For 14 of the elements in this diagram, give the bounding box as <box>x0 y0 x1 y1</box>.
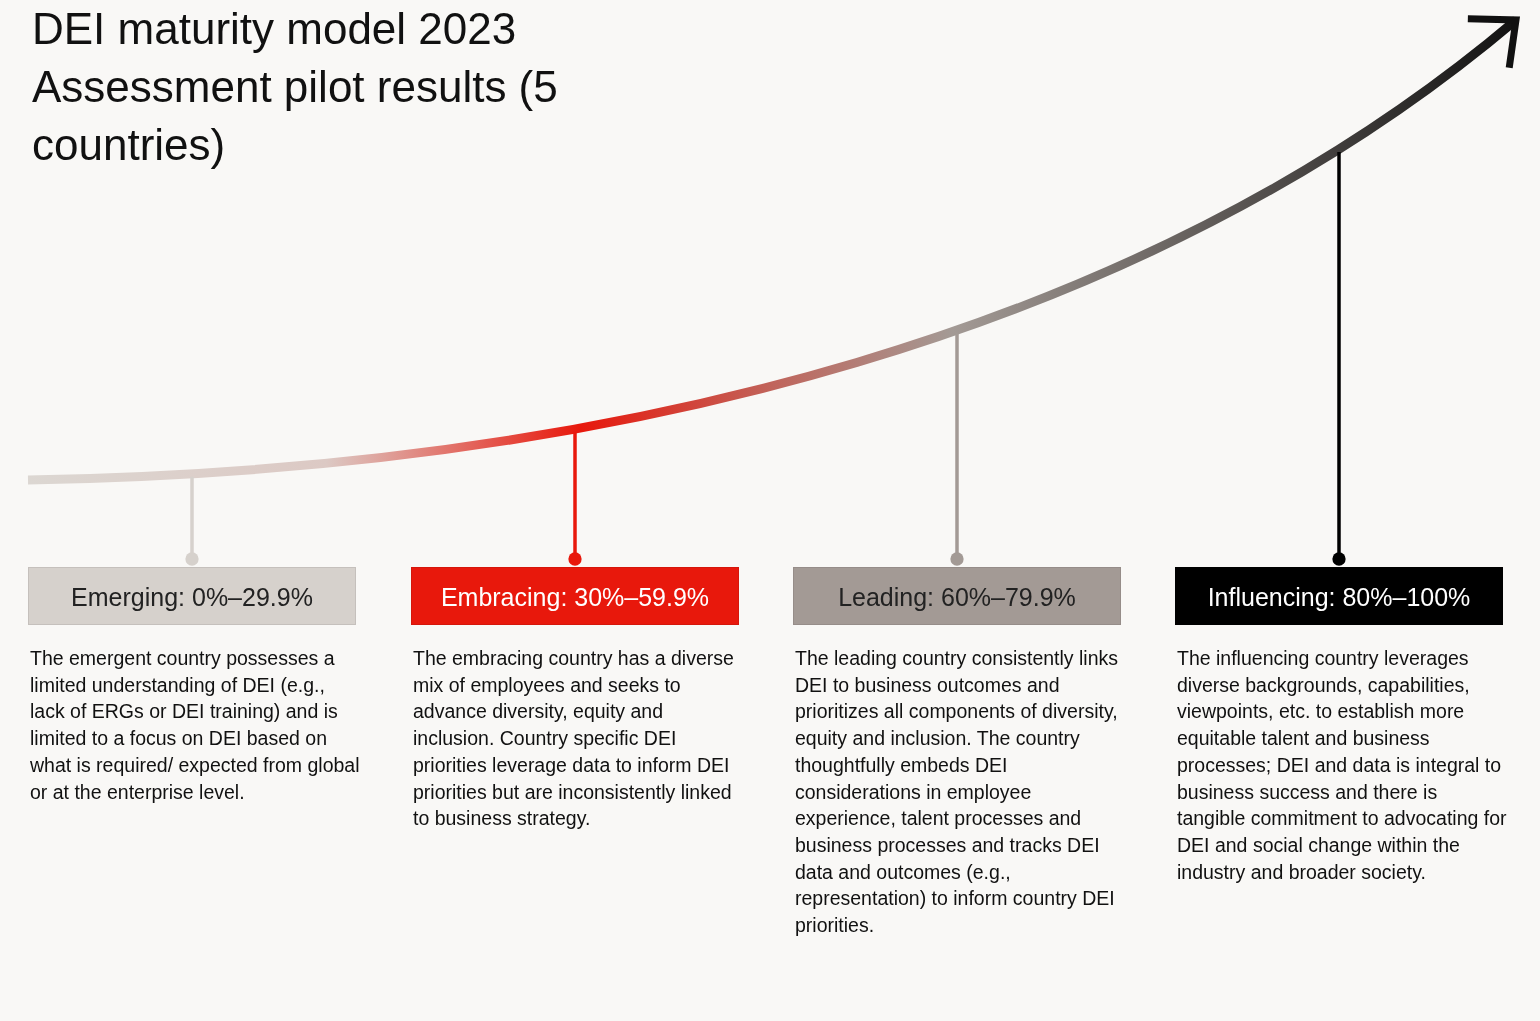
stage-description: The leading country consistently links DEI to business outcomes and prioritizes all components of diversity, equity and inclusion. The country thoughtfully embeds DEI considerations in employee experience, talent processes and business processes and tracks DEI data and outcomes (e.g., representation) to inform country DEI priorities. <box>795 646 1119 939</box>
leader-line <box>185 476 199 566</box>
leader-line <box>568 431 582 566</box>
stage-label: Embracing: 30%–59.9% <box>411 567 739 625</box>
stage-description: The influencing country leverages diverse backgrounds, capabilities, viewpoints, etc. to establish more equitable talent and business processes; DEI and data is integral to business success and there is tangible commitment to advocating for DEI and social change within the industry and broader society. <box>1177 646 1507 885</box>
leader-line <box>1332 151 1346 566</box>
stage-label: Emerging: 0%–29.9% <box>28 567 356 625</box>
stage-label: Influencing: 80%–100% <box>1175 567 1503 625</box>
leader-line <box>950 333 964 566</box>
stage-label: Leading: 60%–79.9% <box>793 567 1121 625</box>
stage-description: The embracing country has a diverse mix of employees and seeks to advance diversity, equity and inclusion. Country specific DEI priorities leverage data to inform DEI priorities but are inconsistently linked to business strategy. <box>413 646 735 832</box>
title: DEI maturity model 2023 Assessment pilot results (5 countries) <box>32 3 559 171</box>
stage-description: The emergent country possesses a limited understanding of DEI (e.g., lack of ERGs or DEI training) and is limited to a focus on DEI based on what is required/ expected from global or at the enterprise level. <box>30 646 360 805</box>
growth-curve-arrow <box>27 13 1520 485</box>
